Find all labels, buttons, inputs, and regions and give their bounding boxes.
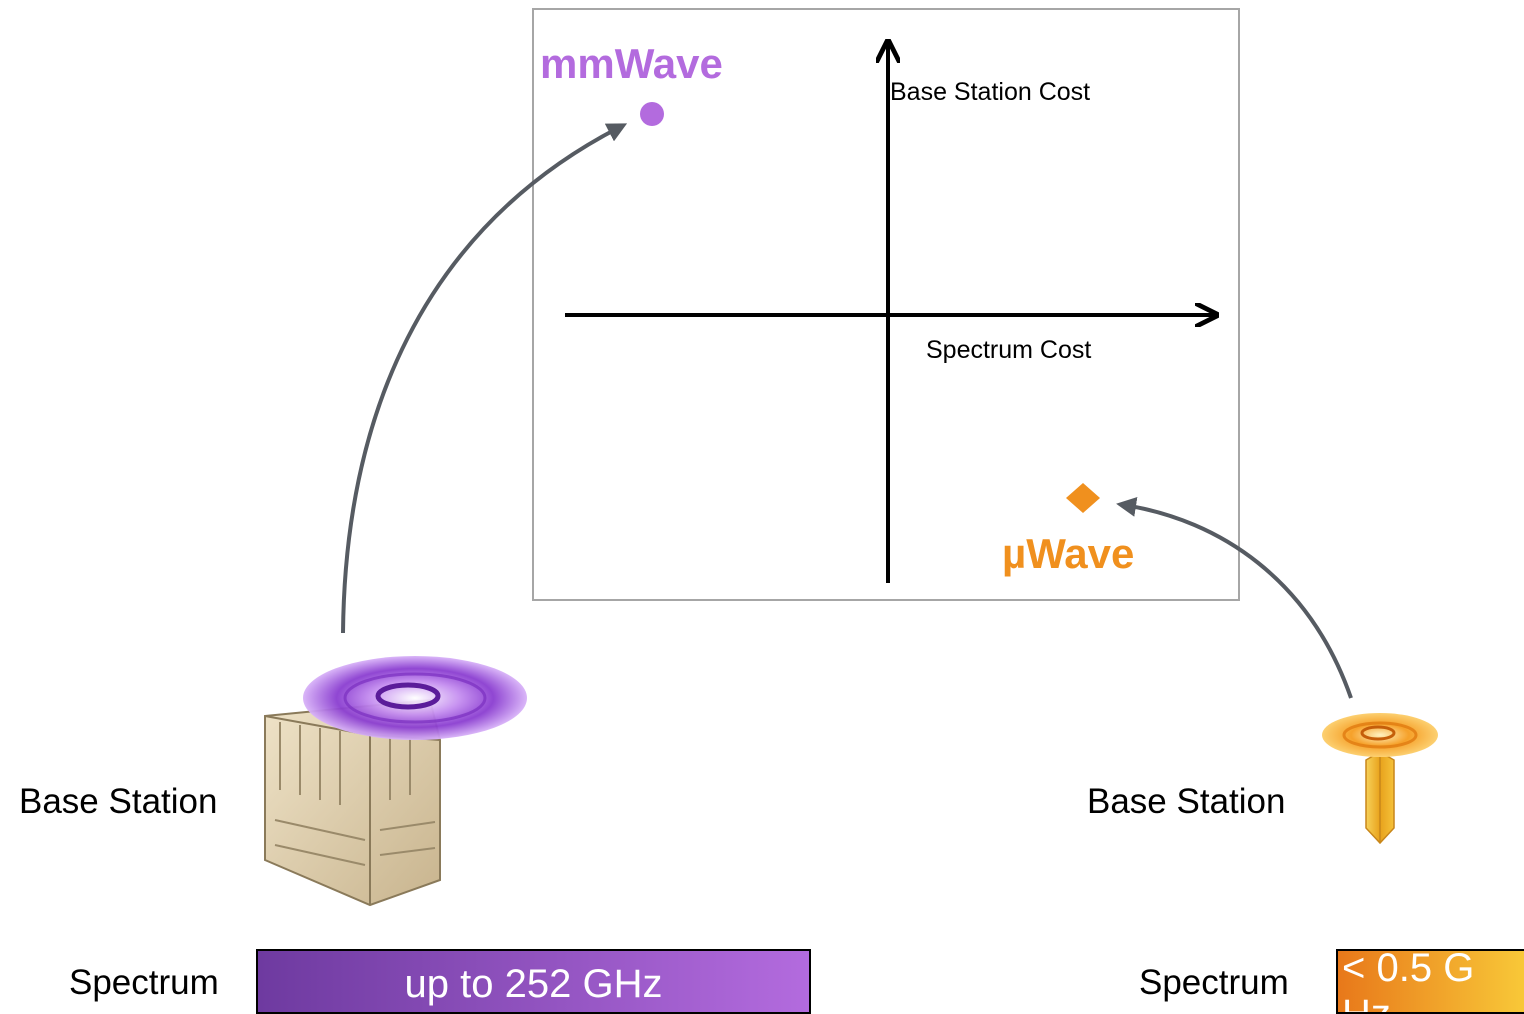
mmwave-arrow <box>341 123 628 634</box>
mmwave-base-station-label: Base Station <box>19 782 218 821</box>
uwave-arrow <box>1116 496 1353 699</box>
mmwave-marker <box>640 102 664 126</box>
mmwave-spectrum-bar: up to 252 GHz <box>256 949 811 1014</box>
x-axis-label: Spectrum Cost <box>926 336 1092 364</box>
mmwave-spectrum-label: Spectrum <box>69 963 219 1002</box>
small-base-station-icon <box>1322 713 1438 845</box>
mmwave-label: mmWave <box>540 40 723 87</box>
mmwave-spectrum-value: up to 252 GHz <box>404 962 663 1006</box>
y-axis-label: Base Station Cost <box>890 78 1091 106</box>
uwave-spectrum-label: Spectrum <box>1139 963 1289 1002</box>
uwave-base-station-label: Base Station <box>1087 782 1286 821</box>
uwave-marker <box>1066 483 1100 513</box>
chart-frame <box>532 8 1240 601</box>
uwave-spectrum-value: < 0.5 GHz <box>1342 949 1475 1014</box>
uwave-spectrum-bar: < 0.5 GHz <box>1336 949 1524 1014</box>
large-base-station-icon <box>264 656 527 907</box>
uwave-label: µWave <box>1002 530 1135 577</box>
